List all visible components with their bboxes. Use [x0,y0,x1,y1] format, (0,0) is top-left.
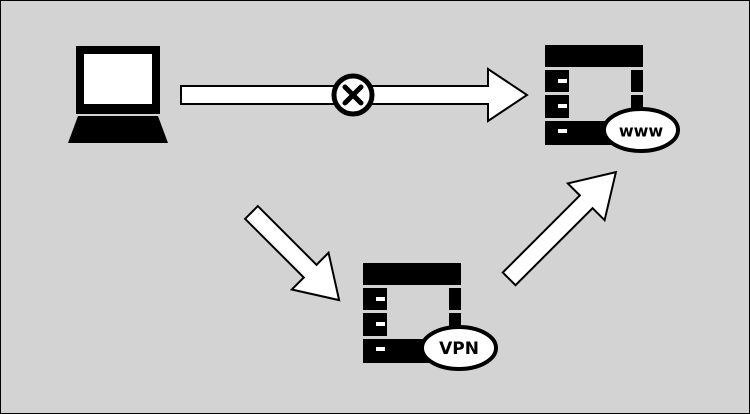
arrow-vpn-to-web-server [501,170,618,287]
laptop-icon [68,46,168,143]
vpn-badge: VPN [420,325,498,371]
server-rack-icon [363,263,461,363]
www-badge: www [602,107,680,153]
blocked-x-icon [331,73,375,117]
www-badge-label: www [619,122,664,141]
arrow-client-to-vpn-server [243,204,341,302]
vpn-badge-label: VPN [439,339,479,359]
